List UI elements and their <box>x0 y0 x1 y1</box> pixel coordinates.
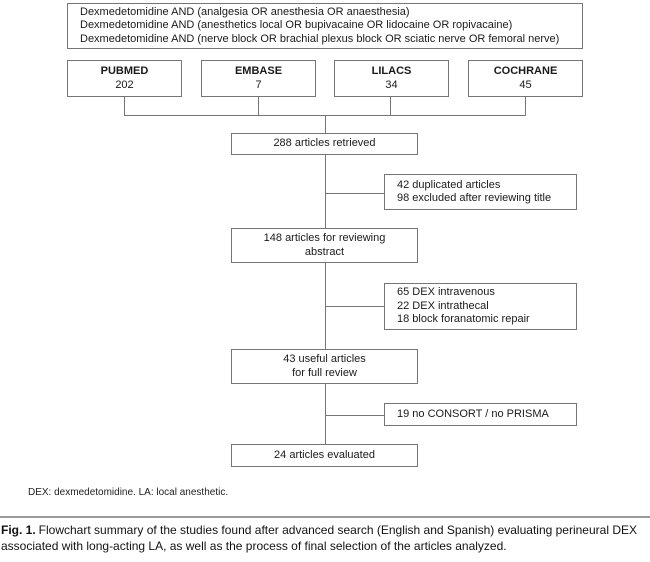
connector-embase-down <box>258 97 259 115</box>
database-count: 34 <box>385 78 398 91</box>
database-name: LILACS <box>371 65 412 77</box>
exclusion-box-title-review: 42 duplicated articles 98 excluded after… <box>384 174 577 210</box>
database-box-pubmed: PUBMED 202 <box>67 60 182 97</box>
search-query-line: Dexmedetomidine AND (analgesia OR anesth… <box>80 5 410 18</box>
database-box-lilacs: LILACS 34 <box>334 60 449 97</box>
flow-box-text: for full review <box>292 366 357 379</box>
abbreviations-footnote: DEX: dexmedetomidine. LA: local anesthet… <box>28 487 229 498</box>
flow-box-text: 43 useful articles <box>283 353 366 365</box>
connector-pubmed-down <box>124 97 125 115</box>
connector-retrieved-to-abstract <box>325 155 326 228</box>
exclusion-line: 19 no CONSORT / no PRISMA <box>397 407 549 420</box>
search-query-line: Dexmedetomidine AND (nerve block OR brac… <box>80 32 560 45</box>
database-box-embase: EMBASE 7 <box>201 60 316 97</box>
flow-box-text: 288 articles retrieved <box>273 137 376 150</box>
connector-lilacs-down <box>390 97 391 115</box>
exclusion-line: 42 duplicated articles <box>397 178 501 191</box>
connector-branch-exclusion-2 <box>325 306 384 307</box>
database-count: 45 <box>519 78 532 91</box>
connector-branch-exclusion-1 <box>325 193 384 194</box>
figure-caption-label: Fig. 1. <box>1 523 36 537</box>
connector-fullreview-to-evaluated <box>325 384 326 444</box>
search-query-line: Dexmedetomidine AND (anesthetics local O… <box>80 19 513 32</box>
figure-caption: Fig. 1.Flowchart summary of the studies … <box>1 522 650 554</box>
flow-box-text: abstract <box>304 245 345 258</box>
flow-box-reviewing-abstract: 148 articles for reviewing abstract <box>231 228 418 263</box>
exclusion-box-abstract-review: 65 DEX intravenous 22 DEX intrathecal 18… <box>384 283 577 330</box>
database-box-cochrane: COCHRANE 45 <box>468 60 583 97</box>
database-name: PUBMED <box>100 65 149 77</box>
connector-branch-exclusion-3 <box>325 415 384 416</box>
connector-merge-to-retrieved <box>325 115 326 133</box>
exclusion-line: 18 block foranatomic repair <box>397 313 530 326</box>
exclusion-line: 98 excluded after reviewing title <box>397 192 552 204</box>
flow-box-text: 148 articles for reviewing <box>263 232 386 244</box>
search-query-box: Dexmedetomidine AND (analgesia OR anesth… <box>67 3 583 49</box>
connector-cochrane-down <box>525 97 526 115</box>
database-name: COCHRANE <box>493 65 558 77</box>
exclusion-line: 22 DEX intrathecal <box>397 299 489 312</box>
exclusion-box-consort-prisma: 19 no CONSORT / no PRISMA <box>384 403 577 426</box>
caption-divider-rule <box>0 516 650 518</box>
figure-caption-text: Flowchart summary of the studies found a… <box>1 523 637 553</box>
flow-box-evaluated: 24 articles evaluated <box>231 444 418 467</box>
database-count: 202 <box>115 78 134 91</box>
database-count: 7 <box>255 78 262 91</box>
flow-box-text: 24 articles evaluated <box>274 448 375 461</box>
exclusion-line: 65 DEX intravenous <box>397 286 495 299</box>
flow-box-full-review: 43 useful articles for full review <box>231 349 418 384</box>
flow-box-retrieved: 288 articles retrieved <box>231 133 418 155</box>
database-name: EMBASE <box>234 65 283 77</box>
